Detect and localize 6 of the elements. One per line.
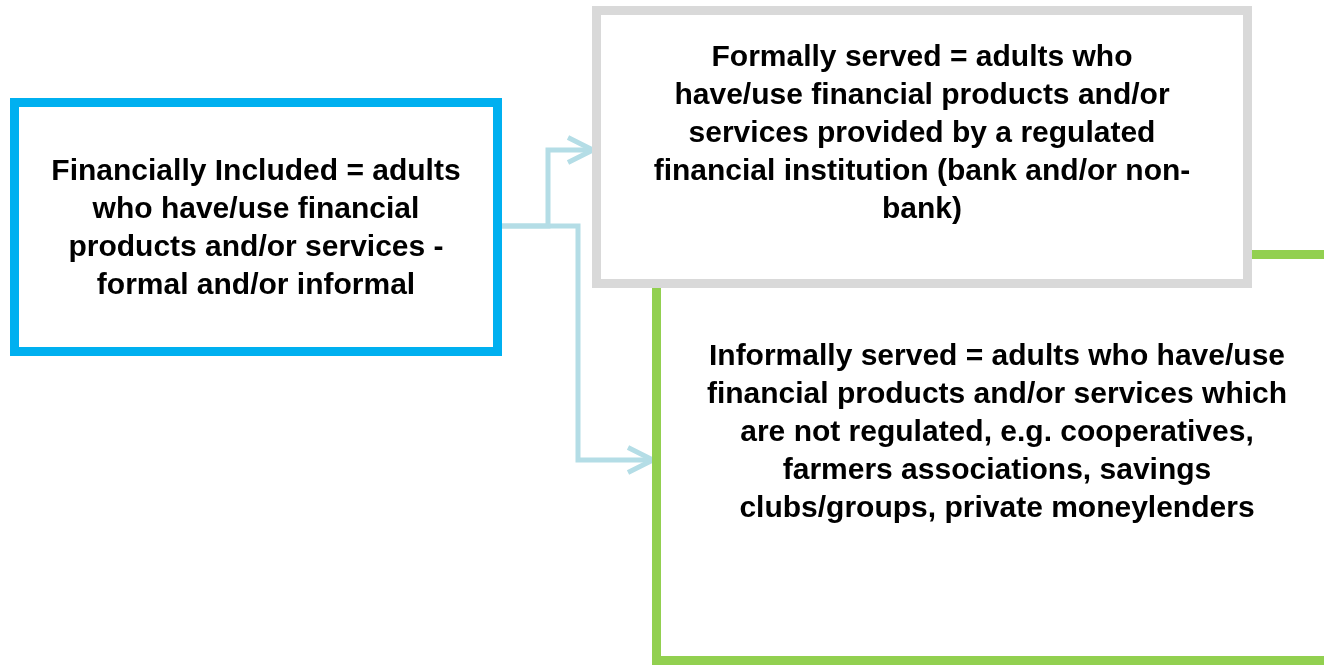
definition-box: [10, 98, 502, 356]
definition-text: Formally served = adults who have/use financial products and/or services provided by a regulated financial institution (bank and/or non-bank): [652, 38, 1192, 226]
definition-box: [652, 288, 1324, 665]
definition-text: Informally served = adults who have/use financial products and/or services which are not regulated, e.g. cooperatives, farmers associations, savings clubs/groups, private moneylenders: [705, 337, 1289, 525]
definition-text: Financially Included = adults who have/use financial products and/or services - formal and/or informal: [51, 152, 461, 302]
definition-box: [592, 6, 1252, 288]
